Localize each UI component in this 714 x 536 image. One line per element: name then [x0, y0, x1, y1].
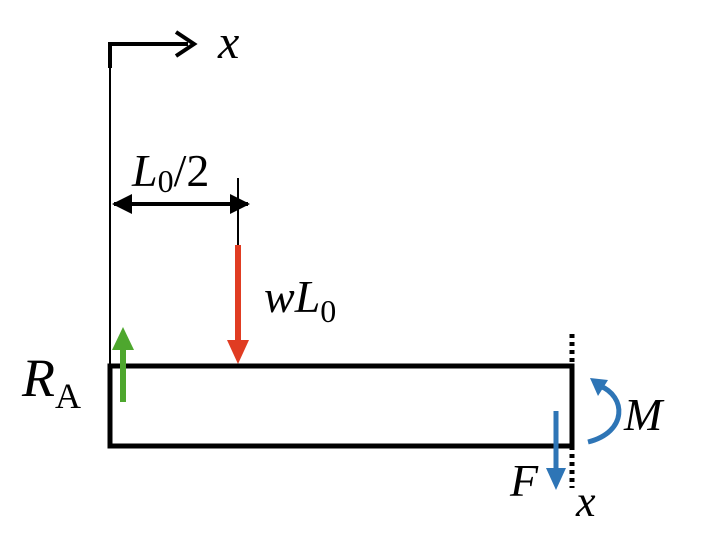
half-length-label: L0/2	[131, 145, 209, 199]
moment-label: M	[623, 389, 665, 440]
shear-label: F	[509, 455, 539, 506]
x-axis-origin-marker	[108, 42, 188, 68]
x-axis-label-bottom: x	[575, 477, 596, 526]
moment-arc	[587, 383, 622, 445]
reaction-arrowhead	[112, 327, 134, 350]
shear-arrowhead	[546, 468, 566, 490]
x-axis-label-top: x	[217, 16, 239, 69]
x-axis-arrowhead	[174, 30, 198, 58]
reaction-label: RA	[21, 348, 81, 416]
load-label: wL0	[264, 271, 336, 329]
load-arrowhead	[227, 340, 249, 364]
beam-segment	[107, 363, 575, 449]
moment-arrowhead	[590, 378, 608, 396]
